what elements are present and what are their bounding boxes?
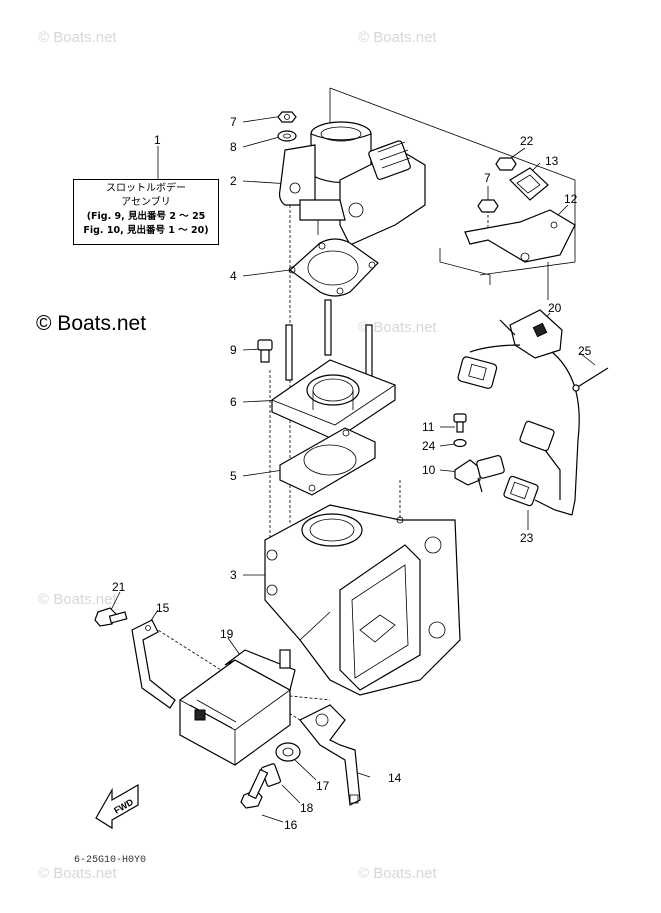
watermark-top-left: © Boats.net [38, 29, 117, 46]
watermark-top-right: © Boats.net [358, 29, 437, 46]
callout-7-right: 7 [484, 171, 491, 185]
callout-4: 4 [230, 269, 237, 283]
callout-12: 12 [564, 192, 578, 206]
bracket-part-15 [131, 619, 176, 709]
assembly-label-line1: スロットルボデー [106, 183, 186, 194]
grommet-part-17 [275, 742, 301, 762]
washer-part-8 [277, 130, 297, 142]
gasket-part-5 [279, 427, 376, 496]
fwd-arrow-icon: FWD [95, 783, 139, 830]
callout-18: 18 [300, 801, 314, 815]
callout-3: 3 [230, 568, 237, 582]
callout-14: 14 [388, 771, 402, 785]
callout-11: 11 [422, 420, 435, 434]
callout-numbers: 1 7 8 2 4 9 6 5 3 7 22 13 12 20 25 11 24… [112, 115, 592, 832]
callout-7-left: 7 [230, 115, 237, 129]
watermark-mid-left: © Boats.net [38, 591, 117, 608]
watermark-mid-right: © Boats.net [358, 319, 437, 336]
callout-10: 10 [422, 463, 436, 477]
callout-19: 19 [220, 627, 234, 641]
washer-part-24 [453, 438, 467, 448]
callout-9: 9 [230, 343, 237, 357]
screw-part-25 [572, 367, 609, 392]
callout-6: 6 [230, 395, 237, 409]
assembly-label-line2: アセンブリ [121, 197, 171, 208]
manifold-part-3 [264, 504, 461, 696]
throttle-body-part-2 [278, 121, 426, 246]
bolt-part-16 [240, 768, 269, 809]
callout-13: 13 [545, 154, 559, 168]
callout-15: 15 [156, 601, 170, 615]
nut-part-7 [277, 111, 297, 123]
assembly-label-box: スロットルボデー アセンブリ (Fig. 9, 見出番号 2 ～ 25 Fig.… [73, 179, 219, 245]
assembly-label-line4: Fig. 10, 見出番号 1 ～ 20) [83, 225, 209, 236]
connector-part-23 [503, 475, 573, 516]
callout-16: 16 [284, 818, 298, 832]
watermarks: © Boats.net © Boats.net © Boats.net © Bo… [36, 29, 437, 882]
clip-part-13 [509, 167, 549, 201]
sensor-part-20 [457, 309, 580, 516]
callout-24: 24 [422, 439, 436, 453]
callout-5: 5 [230, 469, 237, 483]
watermark-bottom-right: © Boats.net [358, 865, 437, 882]
callout-8: 8 [230, 140, 237, 154]
callout-17: 17 [316, 779, 330, 793]
drawing-code: 6-25G10-H0Y0 [74, 855, 146, 866]
bracket-part-14 [299, 704, 361, 806]
assembly-label-line3: (Fig. 9, 見出番号 2 ～ 25 [86, 211, 206, 222]
sensor-part-10 [454, 455, 505, 493]
callout-23: 23 [520, 531, 534, 545]
bolt-part-11 [453, 413, 467, 433]
bolt-part-21 [94, 607, 128, 627]
nut-part-7-right [477, 199, 499, 213]
spacer-part-6 [271, 359, 396, 441]
gasket-part-4 [288, 238, 379, 297]
bolt-part-9 [257, 339, 273, 363]
callout-25: 25 [578, 344, 592, 358]
bracket-part-12 [464, 209, 576, 263]
callout-20: 20 [548, 301, 562, 315]
callout-22: 22 [520, 134, 534, 148]
studs [285, 299, 373, 381]
assembly-boundary [329, 87, 576, 300]
callout-21: 21 [112, 580, 126, 594]
box-part-19 [179, 649, 296, 766]
nut-part-22 [495, 157, 517, 171]
watermark-bottom-left: © Boats.net [38, 865, 117, 882]
callout-2: 2 [230, 174, 237, 188]
watermark-bold: © Boats.net [36, 312, 146, 335]
callout-1: 1 [154, 133, 161, 147]
leader-lines [109, 115, 596, 823]
